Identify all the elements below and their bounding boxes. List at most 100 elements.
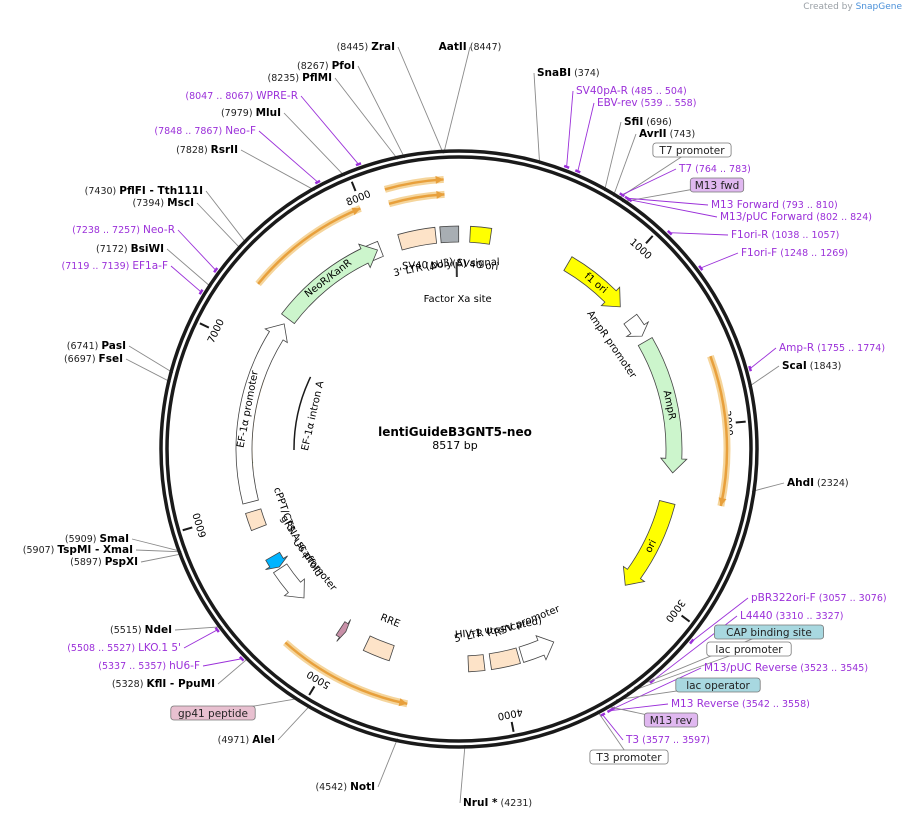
feature-label: Factor Xa site bbox=[424, 294, 492, 305]
site-lko-1-5[interactable]: (5508 .. 5527) LKO.1 5' bbox=[67, 642, 181, 654]
tick-mark bbox=[308, 685, 316, 696]
site-fsei[interactable]: (6697) FseI bbox=[64, 353, 123, 365]
feature-u6-promoter[interactable] bbox=[272, 563, 305, 599]
site-lac-promoter[interactable]: lac promoter bbox=[706, 641, 792, 657]
site-lac-operator[interactable]: lac operator bbox=[675, 677, 761, 693]
site-pflfi-tth111i[interactable]: (7430) PflFI - Tth111I bbox=[85, 185, 203, 197]
leader-line bbox=[202, 658, 242, 667]
site-m13-puc-reverse[interactable]: M13/pUC Reverse (3523 .. 3545) bbox=[704, 662, 868, 674]
primer-mark bbox=[563, 164, 570, 169]
site-nrui[interactable]: NruI * (4231) bbox=[463, 797, 532, 809]
site-position: (1843) bbox=[807, 361, 842, 372]
feature-ampr-promoter[interactable] bbox=[623, 313, 650, 337]
site-pbr322ori-f[interactable]: pBR322ori-F (3057 .. 3076) bbox=[751, 592, 887, 604]
site-f1ori-f[interactable]: F1ori-F (1248 .. 1269) bbox=[741, 247, 848, 259]
feature-5-ltr-truncated[interactable] bbox=[488, 647, 521, 671]
site-t7-promoter[interactable]: T7 promoter bbox=[652, 142, 732, 158]
primer-mark bbox=[355, 162, 362, 167]
site-t7[interactable]: T7 (764 .. 783) bbox=[678, 163, 751, 175]
feature-unlabeled[interactable] bbox=[265, 551, 288, 571]
site-m13-reverse[interactable]: M13 Reverse (3542 .. 3558) bbox=[671, 698, 810, 710]
feature-sv40-ori[interactable] bbox=[469, 225, 493, 245]
backbone-outer-circle bbox=[159, 149, 759, 749]
feature-label: NeoR/KanR bbox=[303, 257, 354, 300]
site-f1ori-r[interactable]: F1ori-R (1038 .. 1057) bbox=[731, 229, 839, 241]
site-text: (4971) AleI bbox=[218, 734, 275, 746]
site-position: (3542 .. 3558) bbox=[739, 699, 810, 710]
feature-neor-kanr[interactable] bbox=[281, 243, 379, 325]
site-position: (5328) bbox=[112, 679, 147, 690]
feature-f1-ori[interactable] bbox=[563, 256, 621, 308]
site-alei[interactable]: (4971) AleI bbox=[218, 734, 275, 746]
site-position: (8447) bbox=[467, 42, 502, 53]
site-wpre-r[interactable]: (8047 .. 8067) WPRE-R bbox=[185, 90, 298, 102]
feature-cppt-cts[interactable] bbox=[245, 508, 267, 532]
site-t3[interactable]: T3 (3577 .. 3597) bbox=[625, 734, 710, 746]
site-msci[interactable]: (7394) MscI bbox=[133, 197, 194, 209]
feature-ori[interactable] bbox=[622, 500, 676, 586]
site-gp41-peptide[interactable]: gp41 peptide bbox=[170, 705, 256, 721]
tick-mark bbox=[645, 235, 654, 244]
site-text: EBV-rev (539 .. 558) bbox=[597, 97, 696, 109]
feature-hiv-1[interactable] bbox=[467, 654, 486, 673]
site-m13-rev[interactable]: M13 rev bbox=[643, 712, 699, 728]
primer-mark bbox=[748, 365, 753, 372]
site-name: LKO.1 5' bbox=[138, 642, 181, 654]
site-smai[interactable]: (5909) SmaI bbox=[65, 533, 129, 545]
site-aatii[interactable]: AatII (8447) bbox=[439, 41, 502, 53]
site-l4440[interactable]: L4440 (3310 .. 3327) bbox=[740, 610, 843, 622]
site-m13-puc-forward[interactable]: M13/pUC Forward (802 .. 824) bbox=[720, 211, 872, 223]
site-ahdi[interactable]: AhdI (2324) bbox=[787, 477, 849, 489]
site-noti[interactable]: (4542) NotI bbox=[315, 781, 375, 793]
site-name: AvrII bbox=[639, 128, 667, 140]
site-avrii[interactable]: AvrII (743) bbox=[639, 128, 695, 140]
feature-ef-1-promoter[interactable] bbox=[235, 323, 288, 505]
site-ndei[interactable]: (5515) NdeI bbox=[110, 624, 172, 636]
site-neo-f[interactable]: (7848 .. 7867) Neo-F bbox=[154, 125, 256, 137]
site-text: SfiI (696) bbox=[624, 116, 672, 128]
site-m13-forward[interactable]: M13 Forward (793 .. 810) bbox=[711, 199, 838, 211]
site-tspmi-xmai[interactable]: (5907) TspMI - XmaI bbox=[23, 544, 133, 556]
site-name: EBV-rev bbox=[597, 97, 638, 109]
site-cap-binding-site[interactable]: CAP binding site bbox=[714, 624, 825, 640]
site-text: (7828) RsrII bbox=[176, 144, 238, 156]
feature-label: SV40 poly(A) signal bbox=[402, 257, 500, 272]
site-neo-r[interactable]: (7238 .. 7257) Neo-R bbox=[72, 224, 175, 236]
feature-rre[interactable] bbox=[362, 635, 395, 662]
site-mlui[interactable]: (7979) MluI bbox=[221, 107, 281, 119]
site-scai[interactable]: ScaI (1843) bbox=[782, 360, 841, 372]
site-labels[interactable]: AatII (8447) (8445) ZraI (8267) PfoI(8235)… bbox=[23, 41, 887, 809]
site-pspxi[interactable]: (5897) PspXI bbox=[70, 556, 138, 568]
site-snabi[interactable]: SnaBI (374) bbox=[537, 67, 600, 79]
leader-line bbox=[334, 77, 399, 160]
site-pfoi[interactable]: (8267) PfoI bbox=[297, 60, 355, 72]
site-sfii[interactable]: SfiI (696) bbox=[624, 116, 672, 128]
site-m13-fwd[interactable]: M13 fwd bbox=[689, 177, 745, 193]
site-position: (8235) bbox=[268, 73, 303, 84]
site-t3-promoter[interactable]: T3 promoter bbox=[589, 749, 669, 765]
site-bsiwi[interactable]: (7172) BsiWI bbox=[96, 243, 164, 255]
site-ebv-rev[interactable]: EBV-rev (539 .. 558) bbox=[597, 97, 696, 109]
leader-lines bbox=[125, 46, 785, 804]
site-sv40pa-r[interactable]: SV40pA-R (485 .. 504) bbox=[576, 85, 687, 97]
feature-unlabeled[interactable] bbox=[335, 619, 352, 642]
site-ef1a-f[interactable]: (7119 .. 7139) EF1a-F bbox=[62, 260, 169, 272]
feature-ampr[interactable] bbox=[637, 337, 688, 474]
feature-rsv-promoter[interactable] bbox=[518, 635, 555, 663]
site-pflmi[interactable]: (8235) PflMI bbox=[268, 72, 332, 84]
site-kfli-ppumi[interactable]: (5328) KflI - PpuMI bbox=[112, 678, 215, 690]
site-pasi[interactable]: (6741) PasI bbox=[67, 340, 126, 352]
site-rsrii[interactable]: (7828) RsrII bbox=[176, 144, 238, 156]
tick-mark bbox=[199, 322, 210, 329]
site-amp-r[interactable]: Amp-R (1755 .. 1774) bbox=[779, 342, 885, 354]
site-zrai[interactable]: (8445) ZraI bbox=[337, 41, 395, 53]
boxlabel-rect bbox=[652, 142, 732, 158]
feature-sv40-poly-a-signal[interactable] bbox=[439, 225, 460, 244]
boxlabel-rect bbox=[170, 705, 256, 721]
site-text: (5515) NdeI bbox=[110, 624, 172, 636]
leader-line bbox=[751, 482, 785, 492]
primer-mark bbox=[214, 627, 220, 633]
leader-line bbox=[131, 538, 182, 552]
feature-3-ltr-u3[interactable] bbox=[397, 226, 438, 251]
site-hu6-f[interactable]: (5337 .. 5357) hU6-F bbox=[98, 660, 200, 672]
